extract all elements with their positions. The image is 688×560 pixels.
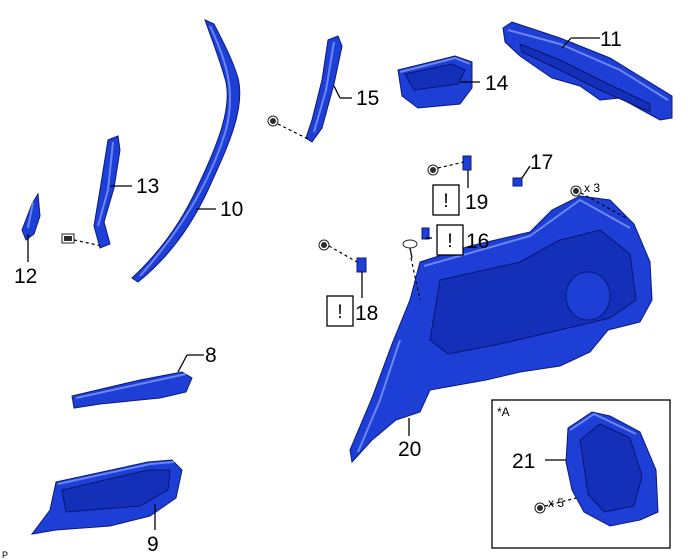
- bolt-part-20: [570, 185, 582, 197]
- notice-box-19: !: [432, 184, 460, 216]
- part-21-inset-panel: [565, 411, 659, 527]
- leader-lines: [27, 37, 600, 530]
- callout-19: 19: [465, 191, 488, 214]
- bolt-part-15: [267, 115, 279, 127]
- callout-18: 18: [355, 302, 378, 325]
- part-8-sill-trim: [71, 371, 193, 409]
- part-16-clip: [421, 227, 430, 240]
- callout-10: 10: [220, 198, 243, 221]
- part-19-clip: [462, 155, 472, 171]
- callout-16: 16: [466, 230, 489, 253]
- part-17-clip: [512, 177, 523, 187]
- callout-13: 13: [136, 175, 159, 198]
- part-11-rear-trim-bar: [502, 21, 673, 121]
- notice-box-18: !: [326, 295, 354, 327]
- part-10-pillar-garnish: [131, 19, 241, 283]
- inset-label: *A: [497, 405, 510, 419]
- callout-15: 15: [356, 87, 379, 110]
- bolt-part-13: [61, 233, 75, 244]
- install-lines: [73, 123, 627, 507]
- callout-12: 12: [14, 265, 37, 288]
- part-18-clip: [356, 257, 367, 273]
- svg-text:!: !: [337, 302, 342, 323]
- part-9-scuff-plate: [30, 459, 183, 535]
- callout-17: 17: [530, 151, 553, 174]
- bolt-part-21: [534, 502, 546, 514]
- callout-9: 9: [147, 533, 159, 556]
- callout-8: 8: [205, 344, 217, 367]
- part-14-storage-tray: [397, 55, 473, 109]
- svg-text:!: !: [443, 191, 448, 212]
- part-15-strap-garnish: [305, 35, 343, 143]
- bolt-part-18: [318, 239, 330, 251]
- part-12-bracket: [21, 192, 41, 241]
- push-pin-part-16: [402, 239, 418, 259]
- corner-mark: P: [2, 550, 8, 560]
- callout-11: 11: [600, 28, 622, 51]
- part-13-pillar-piece: [93, 135, 121, 249]
- notice-box-16: !: [436, 224, 464, 256]
- callout-21: 21: [512, 450, 535, 473]
- part-20-quarter-trim-panel: [349, 195, 653, 464]
- inset-frame-a: *A: [491, 399, 671, 549]
- svg-text:!: !: [447, 231, 452, 252]
- qty-x5: x 5: [548, 496, 564, 510]
- bolt-part-19: [427, 164, 439, 176]
- callout-14: 14: [485, 72, 509, 95]
- callout-20: 20: [398, 438, 421, 461]
- qty-x3: x 3: [584, 181, 600, 195]
